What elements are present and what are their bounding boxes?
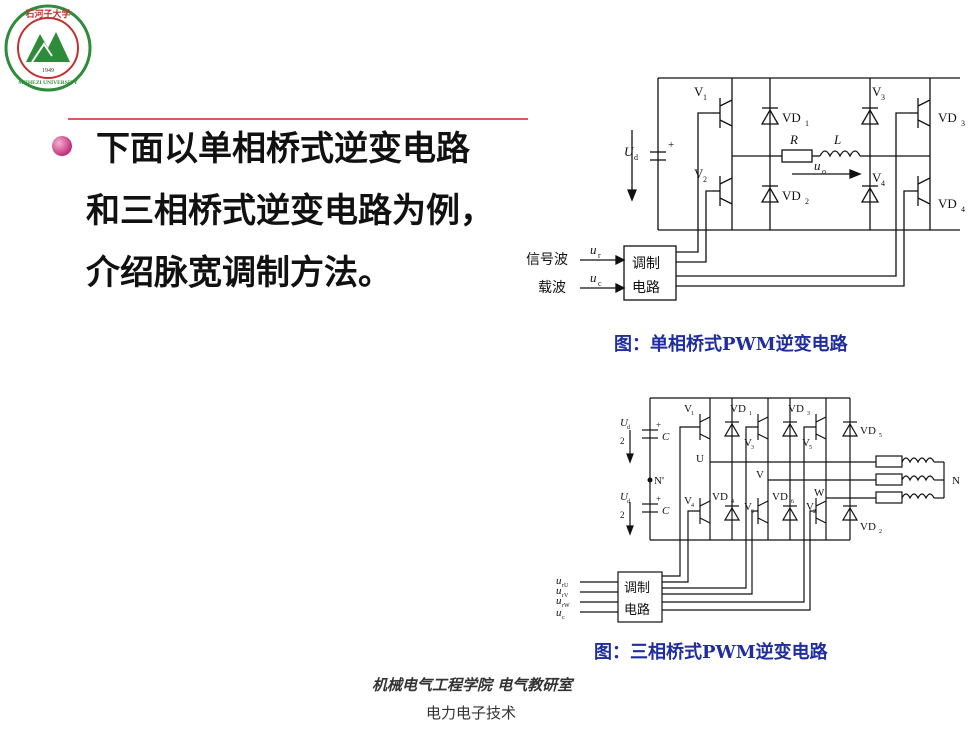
label3-two-top: 2 bbox=[620, 436, 625, 446]
label3-u: U bbox=[696, 453, 704, 465]
label-vd3: VD bbox=[938, 110, 957, 125]
three-phase-circuit-diagram: U d 2 U d 2 C C + + N' N U V W V 1 VD 1 … bbox=[556, 397, 960, 623]
label-ud: U bbox=[624, 144, 635, 159]
label-v3: V bbox=[872, 84, 882, 99]
label3-v4: V bbox=[684, 495, 692, 507]
label3-v2: V bbox=[806, 501, 814, 513]
label3-v1-sub: 1 bbox=[691, 411, 694, 417]
label3-uru: u bbox=[556, 575, 562, 587]
logo-bottom-text: SHIHEZI UNIVERSITY bbox=[18, 80, 77, 86]
label3-mod1: 调制 bbox=[624, 580, 650, 595]
label-v1-sub: 1 bbox=[703, 93, 707, 102]
label3-plus-bot: + bbox=[656, 494, 661, 504]
label3-vd5-sub: 5 bbox=[879, 433, 882, 439]
single-phase-circuit-diagram: V 1 VD 1 V 2 VD 2 V 3 VD 3 V 4 VD 4 U d … bbox=[526, 77, 965, 301]
label3-nprime: N' bbox=[654, 475, 664, 487]
label3-ud-bot-sub: d bbox=[627, 499, 630, 505]
label-v4: V bbox=[872, 170, 882, 185]
label3-plus-top: + bbox=[656, 420, 661, 430]
label-ur-sub: r bbox=[598, 251, 601, 260]
label-mod2: 电路 bbox=[632, 280, 660, 296]
label-signal: 信号波 bbox=[526, 252, 568, 268]
label-r: R bbox=[789, 132, 798, 147]
label-v3-sub: 3 bbox=[881, 93, 885, 102]
label-uc-sub: c bbox=[598, 279, 602, 288]
footer-course: 电力电子技术 bbox=[426, 704, 517, 722]
label-vd2: VD bbox=[782, 188, 801, 203]
label3-urw: u bbox=[556, 595, 562, 607]
label3-c-top: C bbox=[662, 431, 670, 443]
label3-two-bot: 2 bbox=[620, 510, 625, 520]
label-v1: V bbox=[694, 84, 704, 99]
figure2-caption: 图：三相桥式PWM逆变电路 bbox=[594, 642, 828, 663]
label-ud-sub: d bbox=[634, 153, 638, 162]
label3-v5-sub: 5 bbox=[809, 445, 812, 451]
label3-vd4: VD bbox=[712, 491, 728, 503]
label3-vd1: VD bbox=[730, 403, 746, 415]
label3-urw-sub: rW bbox=[562, 603, 570, 609]
title-divider bbox=[68, 118, 528, 120]
label3-v3: V bbox=[744, 437, 752, 449]
label3-n: N bbox=[952, 475, 960, 487]
label-vd1: VD bbox=[782, 110, 801, 125]
label3-ud-bot: U bbox=[620, 491, 629, 503]
label3-ud-top: U bbox=[620, 417, 629, 429]
label3-vd1-sub: 1 bbox=[749, 411, 752, 417]
label-mod1: 调制 bbox=[632, 256, 660, 272]
label3-c-bot: C bbox=[662, 505, 670, 517]
label3-v6-sub: 6 bbox=[751, 509, 754, 515]
label3-v: V bbox=[756, 469, 764, 481]
label-vd2-sub: 2 bbox=[805, 197, 809, 206]
label-uc: u bbox=[590, 270, 597, 285]
label-v2-sub: 2 bbox=[703, 175, 707, 184]
label-v4-sub: 4 bbox=[881, 179, 885, 188]
label-carrier: 载波 bbox=[538, 280, 566, 296]
label-vd3-sub: 3 bbox=[961, 119, 965, 128]
text-line-3: 介绍脉宽调制方法。 bbox=[86, 253, 392, 293]
text-line-1: 下面以单相桥式逆变电路 bbox=[96, 129, 470, 169]
label3-v4-sub: 4 bbox=[691, 503, 694, 509]
label3-vd4-sub: 4 bbox=[731, 499, 734, 505]
label3-ud-top-sub: d bbox=[627, 425, 630, 431]
bullet-icon bbox=[52, 136, 72, 156]
label3-uc-sub: c bbox=[562, 615, 565, 621]
label-l: L bbox=[833, 132, 841, 147]
label3-vd3: VD bbox=[788, 403, 804, 415]
label-vd4: VD bbox=[938, 196, 957, 211]
label3-v5: V bbox=[802, 437, 810, 449]
label3-v1: V bbox=[684, 403, 692, 415]
label3-uc: u bbox=[556, 607, 562, 619]
label3-urv-sub: rV bbox=[562, 593, 569, 599]
label-vd4-sub: 4 bbox=[961, 205, 965, 214]
label-v2: V bbox=[694, 166, 704, 181]
label-uo: u bbox=[814, 158, 821, 173]
label3-vd3-sub: 3 bbox=[807, 411, 810, 417]
label3-v6: V bbox=[744, 501, 752, 513]
label3-v3-sub: 3 bbox=[751, 445, 754, 451]
label3-urv: u bbox=[556, 585, 562, 597]
label3-v2-sub: 2 bbox=[813, 509, 816, 515]
label3-vd2-sub: 2 bbox=[879, 529, 882, 535]
label-uo-sub: o bbox=[822, 167, 826, 176]
figure1-caption: 图：单相桥式PWM逆变电路 bbox=[614, 334, 848, 355]
label3-uru-sub: rU bbox=[562, 583, 569, 589]
label3-vd2: VD bbox=[860, 521, 876, 533]
label-vd1-sub: 1 bbox=[805, 119, 809, 128]
footer-department: 机械电气工程学院 电气教研室 bbox=[372, 676, 573, 694]
label-ur: u bbox=[590, 242, 597, 257]
logo-top-text: 石河子大学 bbox=[24, 8, 70, 19]
logo-year: 1949 bbox=[42, 68, 54, 74]
label3-vd5: VD bbox=[860, 425, 876, 437]
university-logo: 石河子大学 1949 SHIHEZI UNIVERSITY bbox=[4, 4, 92, 92]
label3-mod2: 电路 bbox=[624, 602, 650, 617]
label3-vd6: VD bbox=[772, 491, 788, 503]
label-plus: + bbox=[668, 139, 674, 151]
main-text: 下面以单相桥式逆变电路 和三相桥式逆变电路为例， 介绍脉宽调制方法。 bbox=[86, 118, 526, 304]
label3-w: W bbox=[814, 487, 825, 499]
text-line-2: 和三相桥式逆变电路为例， bbox=[86, 191, 494, 231]
label3-vd6-sub: 6 bbox=[791, 499, 794, 505]
